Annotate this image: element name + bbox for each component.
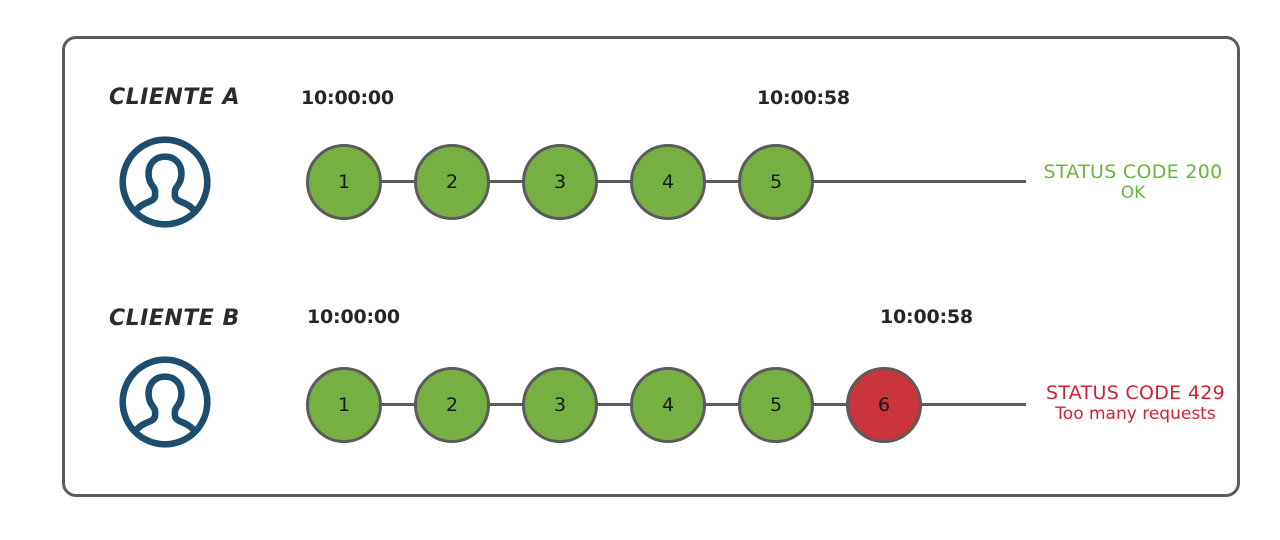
timestamp-start-a: 10:00:00 bbox=[301, 87, 394, 109]
status-text-line: OK bbox=[1120, 183, 1146, 204]
request-node[interactable]: 3 bbox=[522, 144, 598, 220]
request-node[interactable]: 2 bbox=[414, 367, 490, 443]
user-avatar-icon bbox=[118, 355, 212, 449]
request-node[interactable]: 1 bbox=[306, 144, 382, 220]
request-node-rate-limited[interactable]: 6 bbox=[846, 367, 922, 443]
timestamp-start-b: 10:00:00 bbox=[307, 306, 400, 328]
client-label-a: CLIENTE A bbox=[109, 85, 241, 110]
status-badge-a: STATUS CODE 200 OK bbox=[1028, 161, 1238, 203]
status-code-line: STATUS CODE 429 bbox=[1046, 382, 1225, 404]
request-node[interactable]: 5 bbox=[738, 144, 814, 220]
connector-to-status bbox=[814, 180, 1026, 183]
diagram-panel: CLIENTE A 10:00:00 10:00:58 1 2 3 bbox=[62, 36, 1240, 497]
status-badge-b: STATUS CODE 429 Too many requests bbox=[1028, 382, 1243, 424]
connector-to-status bbox=[922, 403, 1026, 406]
request-node[interactable]: 1 bbox=[306, 367, 382, 443]
request-node[interactable]: 4 bbox=[630, 367, 706, 443]
client-label-b: CLIENTE B bbox=[109, 306, 240, 331]
status-text-line: Too many requests bbox=[1055, 404, 1216, 425]
request-node[interactable]: 5 bbox=[738, 367, 814, 443]
status-code-line: STATUS CODE 200 bbox=[1043, 161, 1223, 183]
timestamp-end-b: 10:00:58 bbox=[880, 306, 973, 328]
request-node[interactable]: 2 bbox=[414, 144, 490, 220]
request-node[interactable]: 4 bbox=[630, 144, 706, 220]
request-node[interactable]: 3 bbox=[522, 367, 598, 443]
timestamp-end-a: 10:00:58 bbox=[757, 87, 850, 109]
user-avatar-icon bbox=[118, 135, 212, 229]
